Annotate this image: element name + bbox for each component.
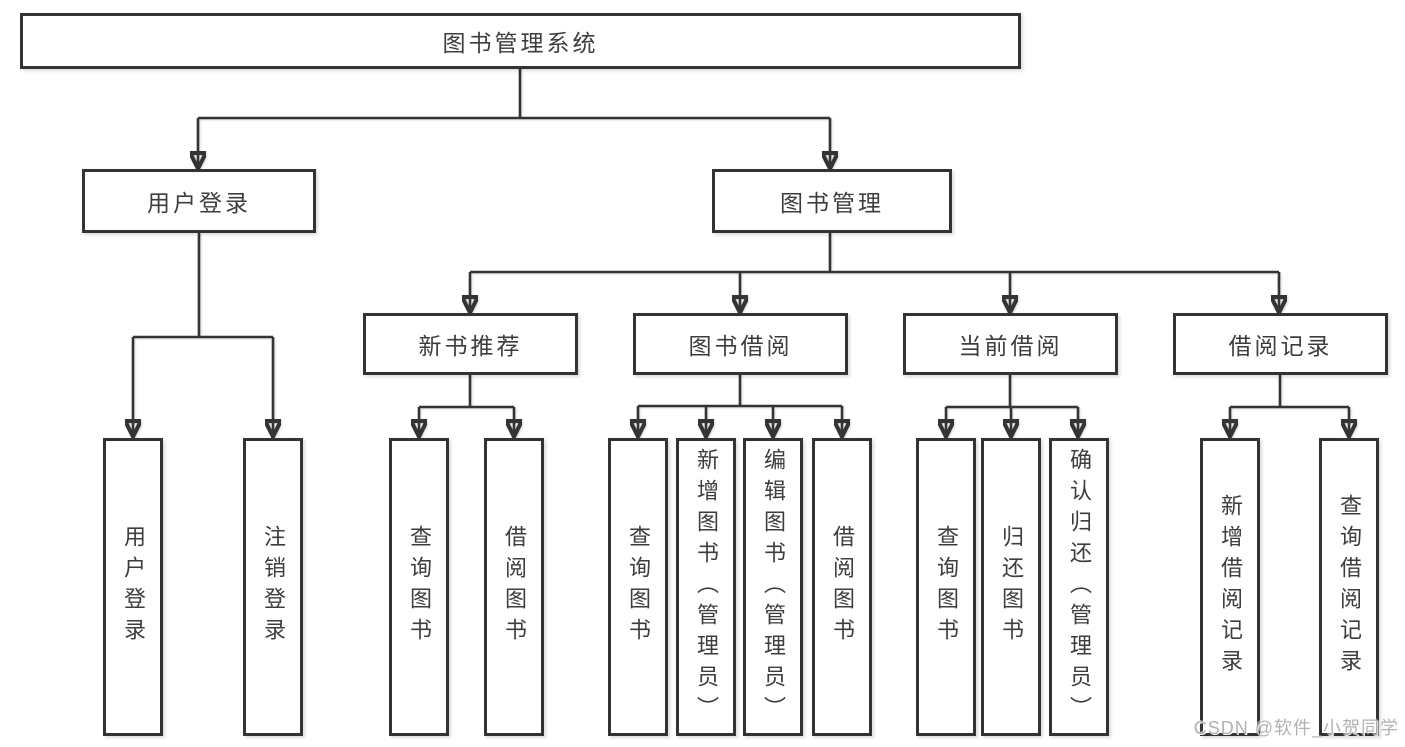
leaf-label: 注销登录 xyxy=(261,525,286,649)
leaf-user-login: 用户登录 xyxy=(103,438,163,736)
leaf-label: 查询图书 xyxy=(934,525,959,649)
leaf-label: 查询图书 xyxy=(626,525,651,649)
node-label: 借阅记录 xyxy=(1228,333,1333,359)
leaf-logout: 注销登录 xyxy=(243,438,303,736)
node-label: 新书推荐 xyxy=(418,333,523,359)
node-label: 图书借阅 xyxy=(688,333,793,359)
node-user-login: 用户登录 xyxy=(82,169,316,233)
connector-book-borrow xyxy=(638,375,842,408)
connector-current-borrow xyxy=(946,375,1078,409)
leaf-edit-book-admin: 编辑图书（管理员） xyxy=(743,438,803,736)
leaf-query-books-recommend: 查询图书 xyxy=(389,438,449,736)
leaf-label: 确认归还（管理员） xyxy=(1067,447,1092,727)
node-label: 用户登录 xyxy=(147,190,251,216)
leaf-add-book-admin: 新增图书（管理员） xyxy=(676,438,736,736)
leaf-label: 归还图书 xyxy=(999,525,1024,649)
leaf-label: 查询图书 xyxy=(407,525,432,649)
leaf-add-borrow-record: 新增借阅记录 xyxy=(1200,438,1260,736)
leaf-confirm-return-admin: 确认归还（管理员） xyxy=(1049,438,1109,736)
leaf-query-books-borrow: 查询图书 xyxy=(608,438,668,736)
node-library-management-system: 图书管理系统 xyxy=(20,13,1021,69)
node-new-book-recommend: 新书推荐 xyxy=(363,313,578,375)
connector-new-book-recommend xyxy=(419,375,514,409)
node-book-management: 图书管理 xyxy=(712,169,952,233)
connector-user-login xyxy=(133,233,273,339)
leaf-label: 新增借阅记录 xyxy=(1218,494,1243,680)
leaf-query-borrow-record: 查询借阅记录 xyxy=(1319,438,1379,736)
leaf-borrow-books: 借阅图书 xyxy=(812,438,872,736)
node-label: 当前借阅 xyxy=(958,333,1063,359)
leaf-label: 借阅图书 xyxy=(502,525,527,649)
leaf-return-book: 归还图书 xyxy=(981,438,1041,736)
leaf-label: 用户登录 xyxy=(121,525,146,649)
leaf-label: 新增图书（管理员） xyxy=(694,447,719,727)
node-current-borrow: 当前借阅 xyxy=(903,313,1118,375)
leaf-label: 借阅图书 xyxy=(830,525,855,649)
node-book-borrow: 图书借阅 xyxy=(633,313,848,375)
node-label: 图书管理系统 xyxy=(442,30,599,56)
leaf-borrow-books-recommend: 借阅图书 xyxy=(484,438,544,736)
csdn-watermark: CSDN @软件_小贺同学 xyxy=(1193,718,1399,738)
leaf-query-books-current: 查询图书 xyxy=(916,438,976,736)
node-label: 图书管理 xyxy=(780,190,884,216)
connector-borrow-records xyxy=(1230,375,1349,409)
connector-root xyxy=(198,68,830,120)
connector-book-management xyxy=(470,233,1279,274)
node-borrow-records: 借阅记录 xyxy=(1173,313,1388,375)
leaf-label: 编辑图书（管理员） xyxy=(761,447,786,727)
leaf-label: 查询借阅记录 xyxy=(1337,494,1362,680)
